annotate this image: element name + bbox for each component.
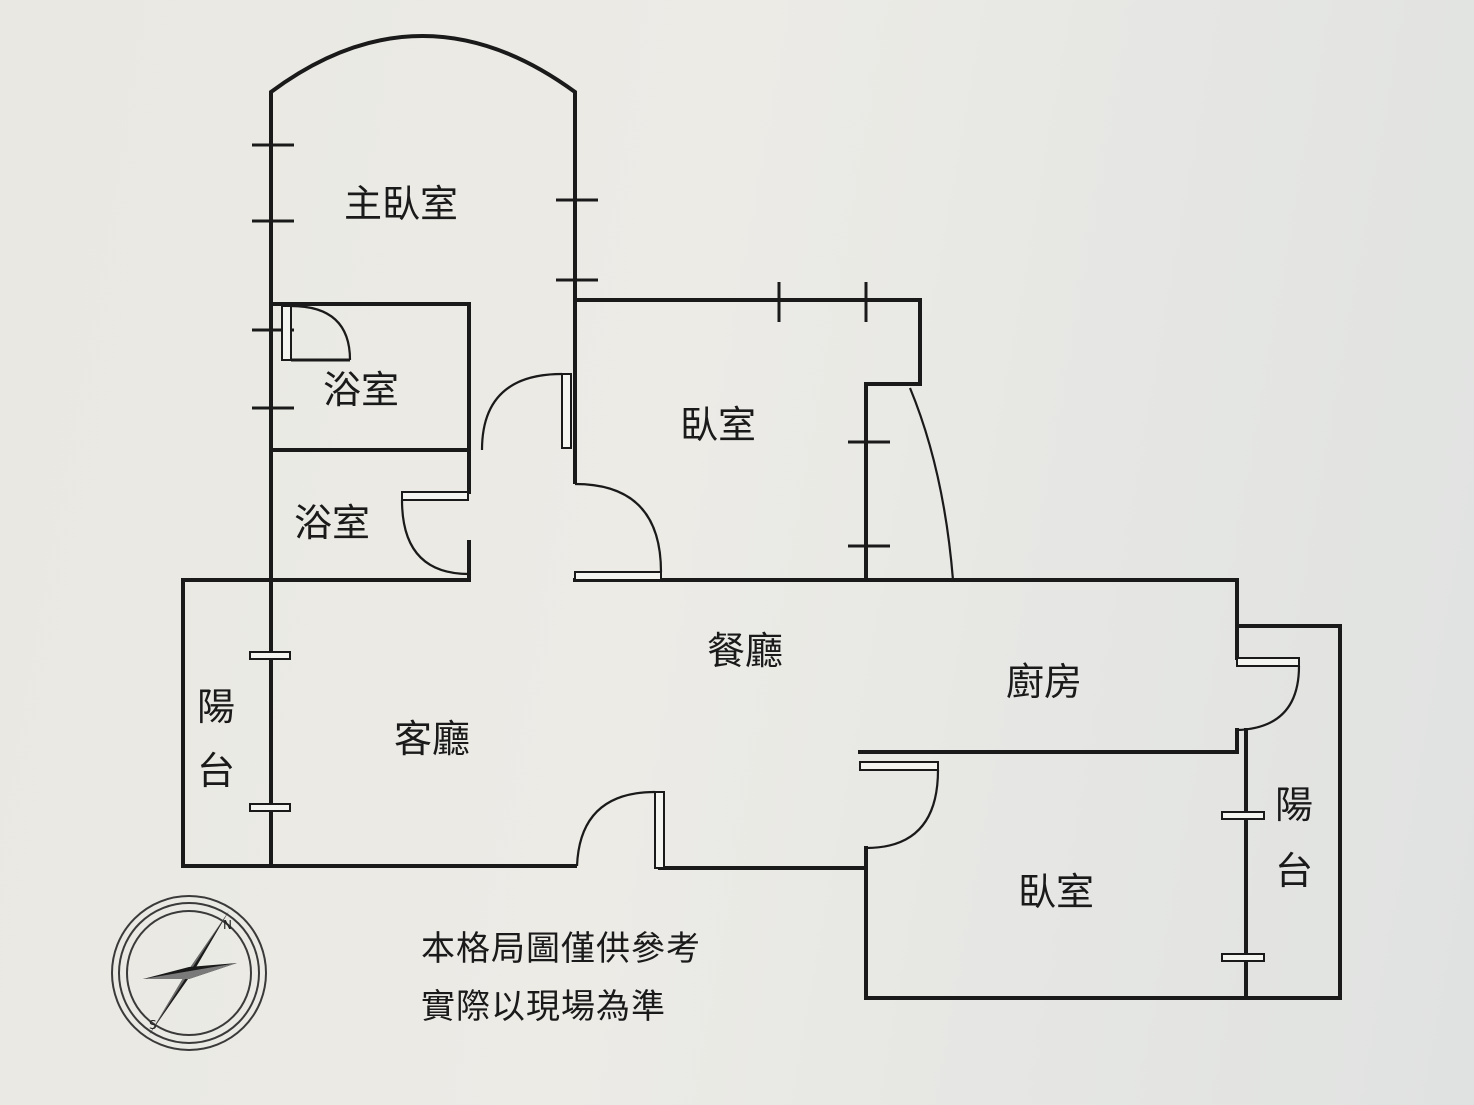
compass-north-letter: N: [223, 918, 232, 932]
bedroom-1-label: 臥室: [680, 403, 756, 447]
room-labels: 主臥室 浴室 浴室 臥室 餐廳 廚房 客廳 陽 台 臥室 陽 台: [197, 182, 1313, 914]
balcony-left-label-1: 陽: [197, 685, 235, 729]
walls: [181, 34, 1342, 1000]
doors: [281, 304, 1301, 869]
compass-south-letter: S: [149, 1018, 157, 1032]
dining-room-label: 餐廳: [707, 629, 783, 673]
window-marks: [249, 143, 1265, 962]
disclaimer-note: 本格局圖僅供參考 實際以現場為準: [421, 929, 701, 1027]
balcony-right-label-1: 陽: [1275, 783, 1313, 827]
living-room-label: 客廳: [394, 717, 470, 761]
bathroom-1-label: 浴室: [323, 368, 399, 412]
balcony-left-label-2: 台: [197, 749, 235, 793]
disclaimer-line-2: 實際以現場為準: [421, 987, 666, 1027]
disclaimer-line-1: 本格局圖僅供參考: [421, 929, 701, 969]
kitchen-label: 廚房: [1006, 660, 1082, 704]
bathroom-2-label: 浴室: [294, 501, 370, 545]
compass-icon: N S: [111, 895, 267, 1051]
master-bedroom-label: 主臥室: [344, 182, 458, 226]
bedroom-2-label: 臥室: [1018, 870, 1094, 914]
balcony-right-label-2: 台: [1275, 849, 1313, 893]
